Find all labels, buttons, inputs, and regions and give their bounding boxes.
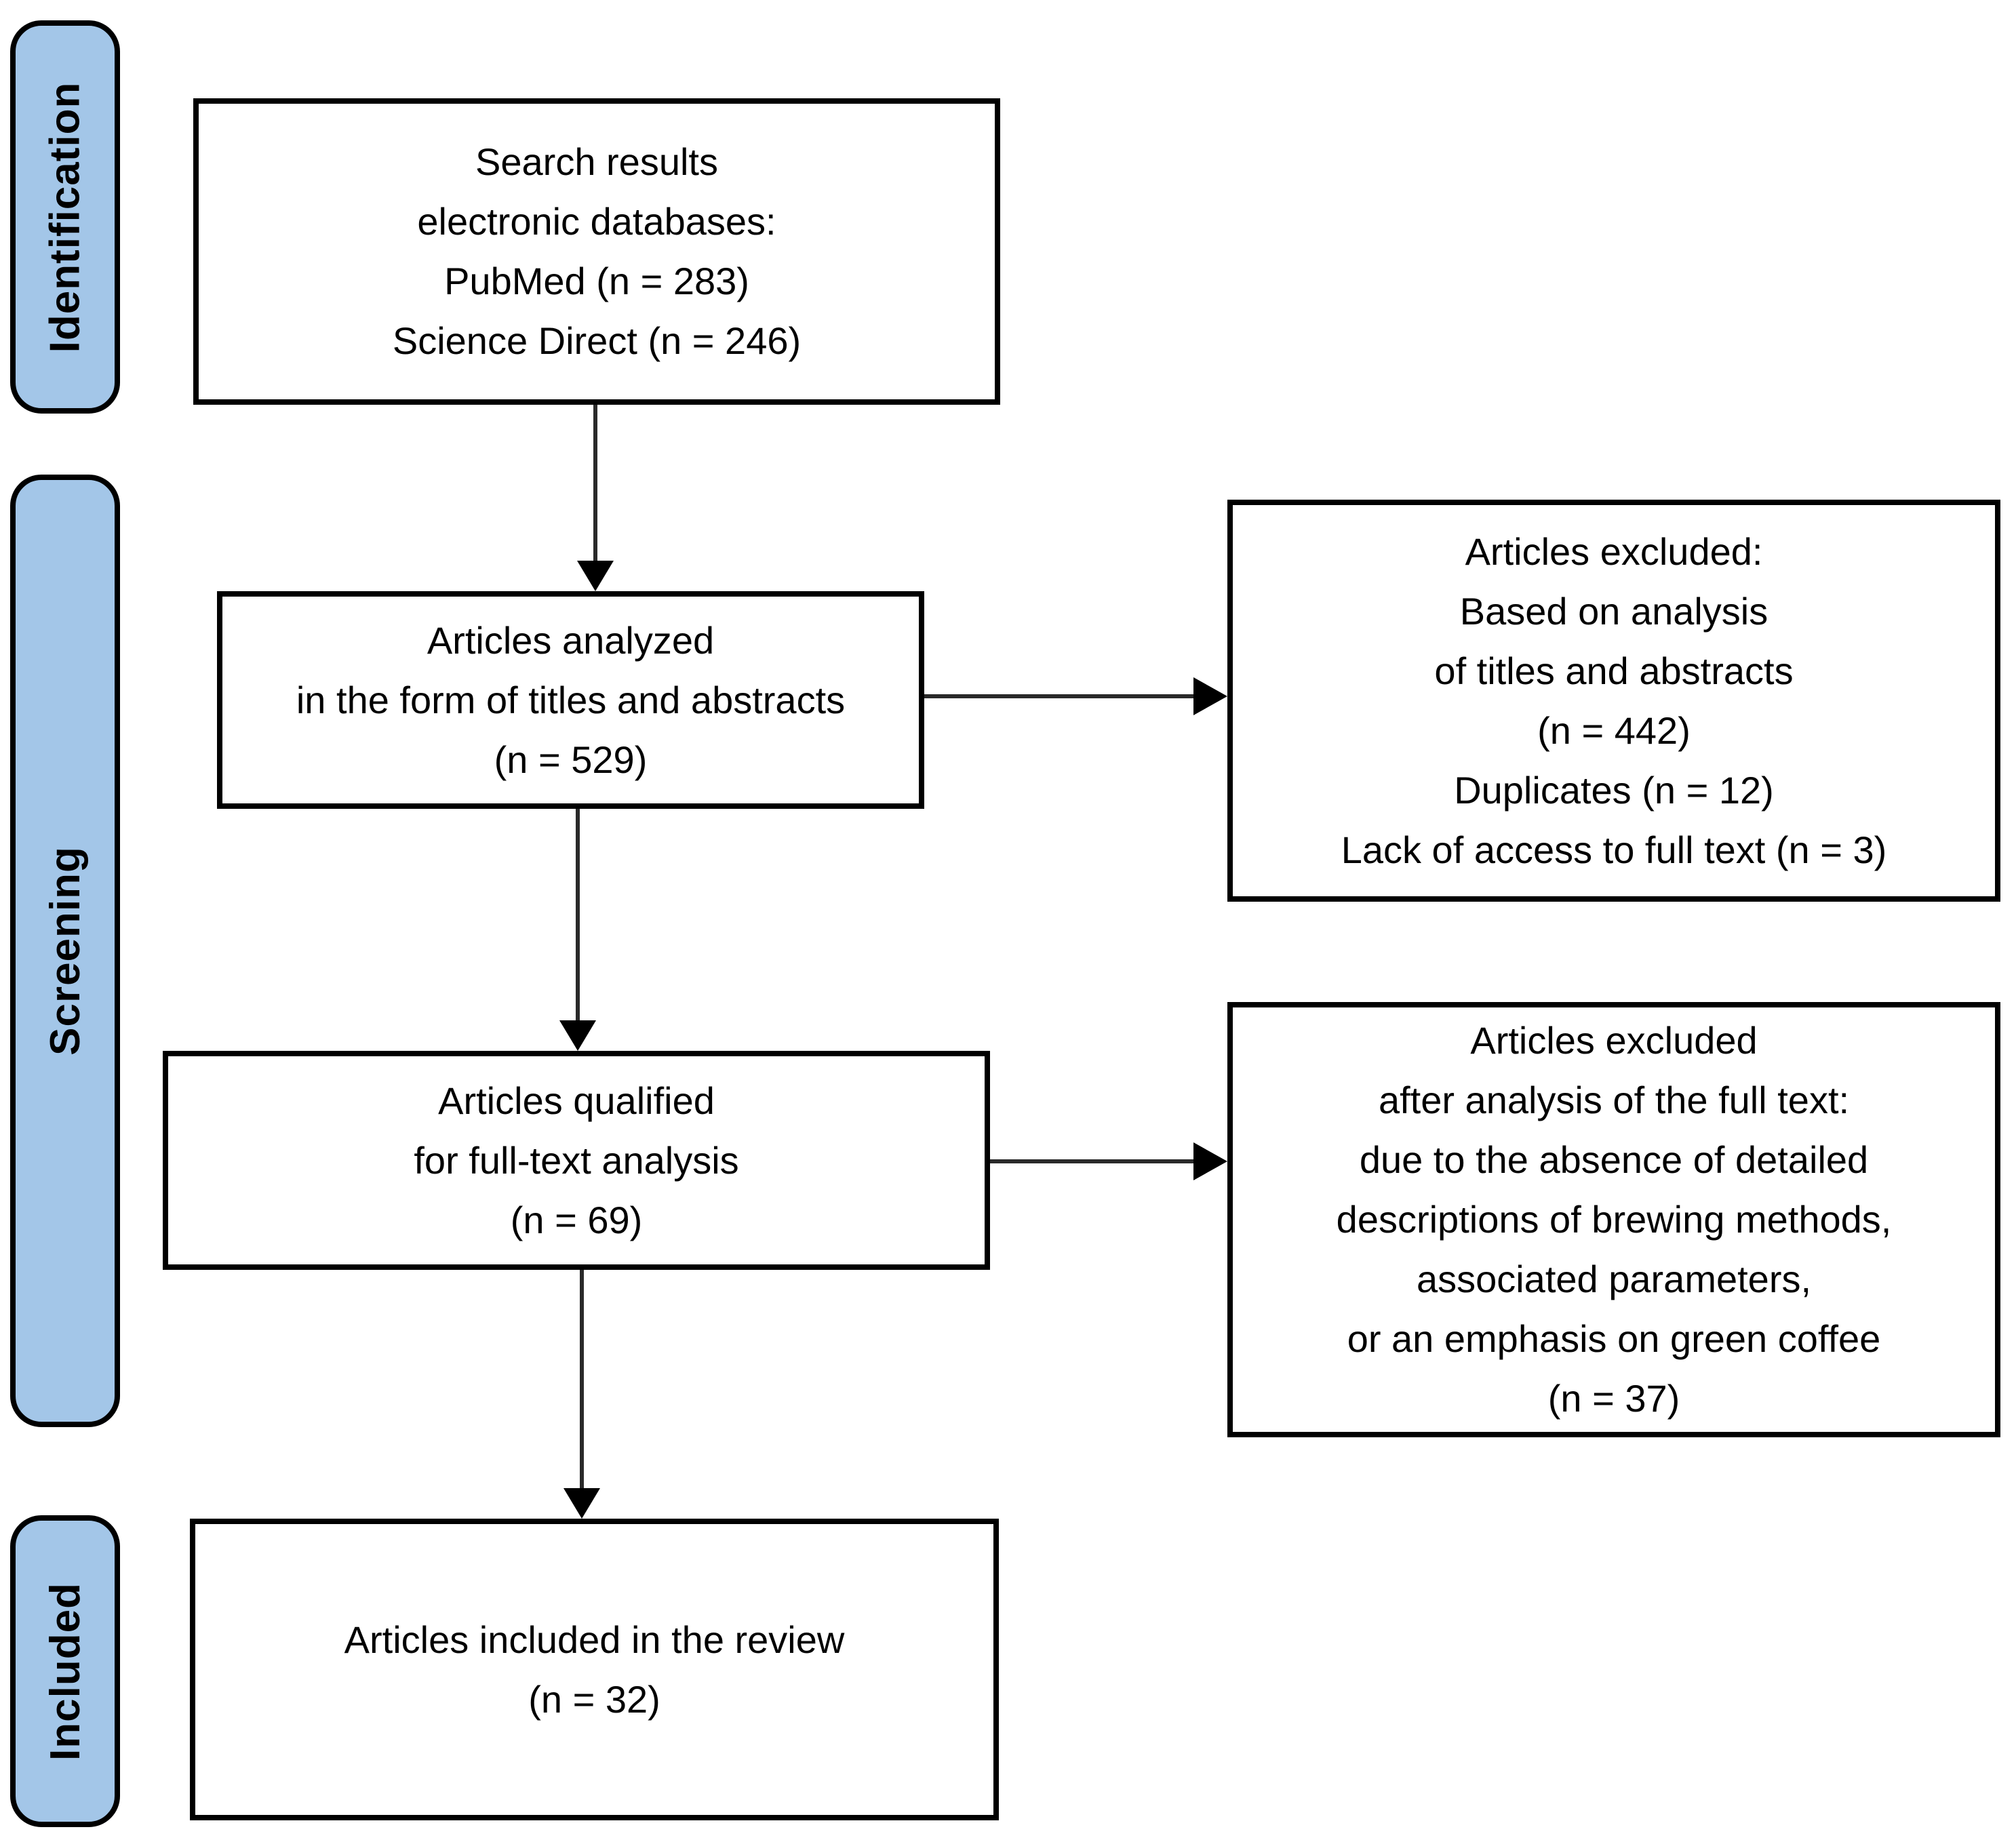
stage-identification: Identification xyxy=(10,20,120,414)
arrowhead-qualified-to-included xyxy=(564,1488,600,1519)
box-articles-qualified: Articles qualified for full-text analysi… xyxy=(163,1051,990,1270)
stage-screening-label: Screening xyxy=(41,846,89,1056)
box-search-results-text: Search results electronic databases: Pub… xyxy=(392,140,802,362)
box-articles-excluded-fulltext: Articles excluded after analysis of the … xyxy=(1227,1002,2000,1437)
box-articles-analyzed: Articles analyzed in the form of titles … xyxy=(217,591,924,809)
box-articles-included-text: Articles included in the review (n = 32) xyxy=(344,1618,845,1721)
connector-analyzed-to-excluded xyxy=(924,694,1195,698)
connector-analyzed-to-qualified xyxy=(576,809,580,1021)
box-articles-qualified-text: Articles qualified for full-text analysi… xyxy=(414,1079,739,1241)
box-articles-included: Articles included in the review (n = 32) xyxy=(190,1519,999,1820)
arrowhead-analyzed-to-qualified xyxy=(559,1020,596,1051)
stage-included: Included xyxy=(10,1515,120,1827)
stage-identification-label: Identification xyxy=(41,81,89,353)
arrowhead-analyzed-to-excluded xyxy=(1193,677,1227,715)
connector-qualified-to-included xyxy=(580,1270,584,1488)
stage-screening: Screening xyxy=(10,475,120,1427)
connector-qualified-to-excluded xyxy=(990,1159,1195,1163)
arrowhead-qualified-to-excluded xyxy=(1193,1142,1227,1180)
box-articles-excluded-screening: Articles excluded: Based on analysis of … xyxy=(1227,500,2000,902)
box-search-results: Search results electronic databases: Pub… xyxy=(193,98,1000,405)
box-articles-excluded-fulltext-text: Articles excluded after analysis of the … xyxy=(1336,1019,1892,1420)
connector-search-to-analyzed xyxy=(593,405,597,561)
box-articles-analyzed-text: Articles analyzed in the form of titles … xyxy=(296,618,846,781)
arrowhead-search-to-analyzed xyxy=(577,561,614,591)
stage-included-label: Included xyxy=(41,1582,89,1761)
box-articles-excluded-screening-text: Articles excluded: Based on analysis of … xyxy=(1341,529,1887,871)
